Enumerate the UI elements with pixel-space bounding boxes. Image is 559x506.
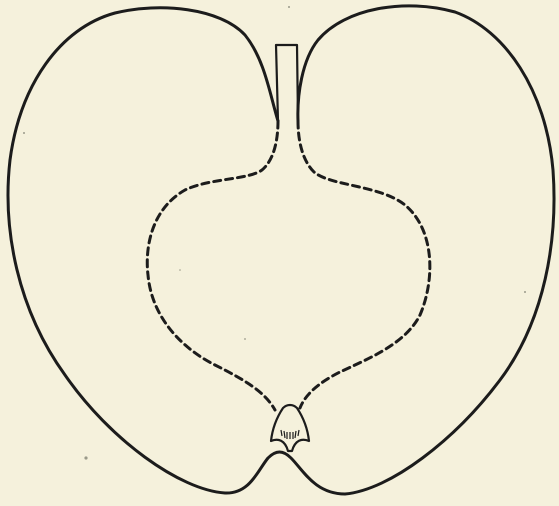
apple-section-drawing	[0, 0, 559, 506]
illustration-canvas	[0, 0, 559, 506]
